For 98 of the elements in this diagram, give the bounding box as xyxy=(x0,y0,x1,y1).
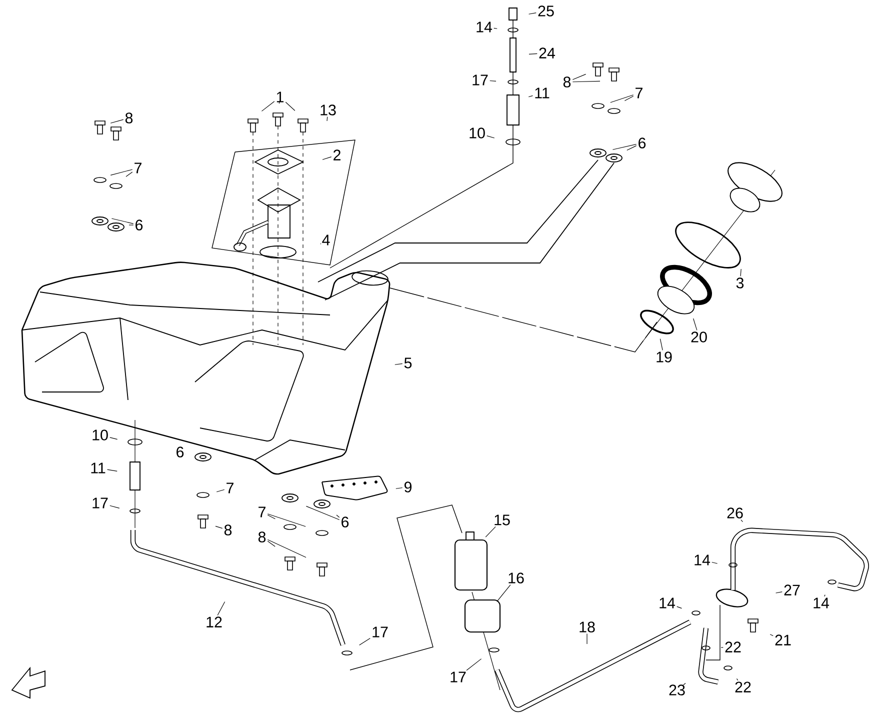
callout-number: 14 xyxy=(476,22,492,32)
callout-number: 17 xyxy=(472,74,488,86)
leader-line xyxy=(359,638,370,646)
callout-number: 5 xyxy=(404,358,412,368)
callout-number: 1 xyxy=(276,92,284,102)
leader-line xyxy=(128,224,134,226)
leader-line xyxy=(110,119,124,124)
leader-line xyxy=(326,116,328,122)
leader-line xyxy=(626,145,637,150)
callout-number: 17 xyxy=(92,498,108,508)
leader-line xyxy=(770,634,774,636)
callout-number: 17 xyxy=(450,672,466,682)
callout-number: 11 xyxy=(535,88,550,98)
leader-line xyxy=(322,156,332,160)
callout-number: 7 xyxy=(226,482,234,494)
callout-number: 8 xyxy=(258,532,266,542)
leader-line xyxy=(610,94,634,103)
leader-line xyxy=(740,520,743,522)
leader-line xyxy=(485,526,496,538)
leader-line xyxy=(261,101,275,112)
leader-line xyxy=(693,318,698,330)
callout-number: 6 xyxy=(176,446,184,458)
callout-number: 12 xyxy=(206,616,222,628)
leader-line xyxy=(267,514,306,527)
leader-line xyxy=(486,136,495,138)
callout-number: 16 xyxy=(508,572,524,584)
leader-line xyxy=(466,658,482,671)
callout-number: 26 xyxy=(727,508,743,518)
leader-line xyxy=(110,169,133,176)
leader-line xyxy=(215,526,223,529)
callout-number: 4 xyxy=(322,234,330,246)
leader-line xyxy=(217,601,226,616)
callout-number: 7 xyxy=(636,88,642,98)
leader-line xyxy=(776,592,782,594)
callout-number: 17 xyxy=(372,626,388,638)
leader-line xyxy=(740,268,742,276)
callout-number: 22 xyxy=(725,642,741,652)
leader-line xyxy=(676,606,682,609)
leader-line xyxy=(111,218,134,224)
callout-number: 18 xyxy=(580,622,595,632)
callout-number: 6 xyxy=(136,220,143,230)
leader-line xyxy=(490,80,496,82)
leader-line xyxy=(267,540,276,547)
leader-line xyxy=(528,12,536,14)
leader-line xyxy=(267,514,276,520)
callout-number: 21 xyxy=(775,634,791,646)
callout-number: 24 xyxy=(539,48,556,58)
leader-line xyxy=(824,594,826,597)
callout-number: 25 xyxy=(538,6,554,16)
callout-number: 6 xyxy=(638,138,646,148)
leader-line xyxy=(572,74,586,80)
leader-line xyxy=(107,469,118,472)
leader-line xyxy=(528,53,538,54)
callout-number: 8 xyxy=(125,112,133,124)
leader-line xyxy=(683,682,686,686)
leader-line xyxy=(278,100,280,104)
leader-line xyxy=(496,584,511,602)
leader-line xyxy=(586,634,588,644)
callout-number: 14 xyxy=(694,554,710,566)
callout-number: 8 xyxy=(563,76,571,88)
leader-line xyxy=(336,514,340,518)
callout-number: 23 xyxy=(669,684,685,696)
callout-number: 10 xyxy=(92,430,108,440)
leader-line xyxy=(612,144,637,150)
leader-line xyxy=(712,562,718,564)
callout-number: 13 xyxy=(320,104,336,116)
leader-line xyxy=(306,506,340,520)
leader-line xyxy=(720,647,724,648)
leader-line xyxy=(396,487,403,489)
callout-number: 8 xyxy=(224,524,232,536)
callout-number: 22 xyxy=(735,682,751,692)
leader-line xyxy=(110,437,118,440)
callout-number: 10 xyxy=(470,128,485,138)
callout-number: 7 xyxy=(134,162,142,174)
callout-number: 3 xyxy=(736,278,744,288)
callout-number: 14 xyxy=(660,598,676,608)
leader-line xyxy=(660,338,663,350)
leader-line xyxy=(110,505,120,508)
leader-line xyxy=(572,80,600,82)
leader-line xyxy=(394,363,403,365)
leader-line xyxy=(216,489,225,492)
callout-number: 15 xyxy=(494,514,510,526)
callout-number: 11 xyxy=(91,462,106,474)
leader-line xyxy=(736,678,738,681)
callout-number: 27 xyxy=(784,584,800,596)
callout-number: 19 xyxy=(656,352,672,362)
leader-line xyxy=(494,28,498,29)
callout-number: 20 xyxy=(691,332,707,342)
leader-line xyxy=(267,539,306,558)
callout-number: 7 xyxy=(258,506,266,518)
callout-number: 14 xyxy=(814,598,830,608)
callout-number: 6 xyxy=(342,516,349,528)
callout-number: 9 xyxy=(404,482,412,492)
leader-line xyxy=(528,95,533,98)
leader-line xyxy=(624,96,634,102)
leader-line xyxy=(285,102,296,111)
callout-number: 2 xyxy=(334,150,340,160)
leader-line xyxy=(126,172,133,177)
